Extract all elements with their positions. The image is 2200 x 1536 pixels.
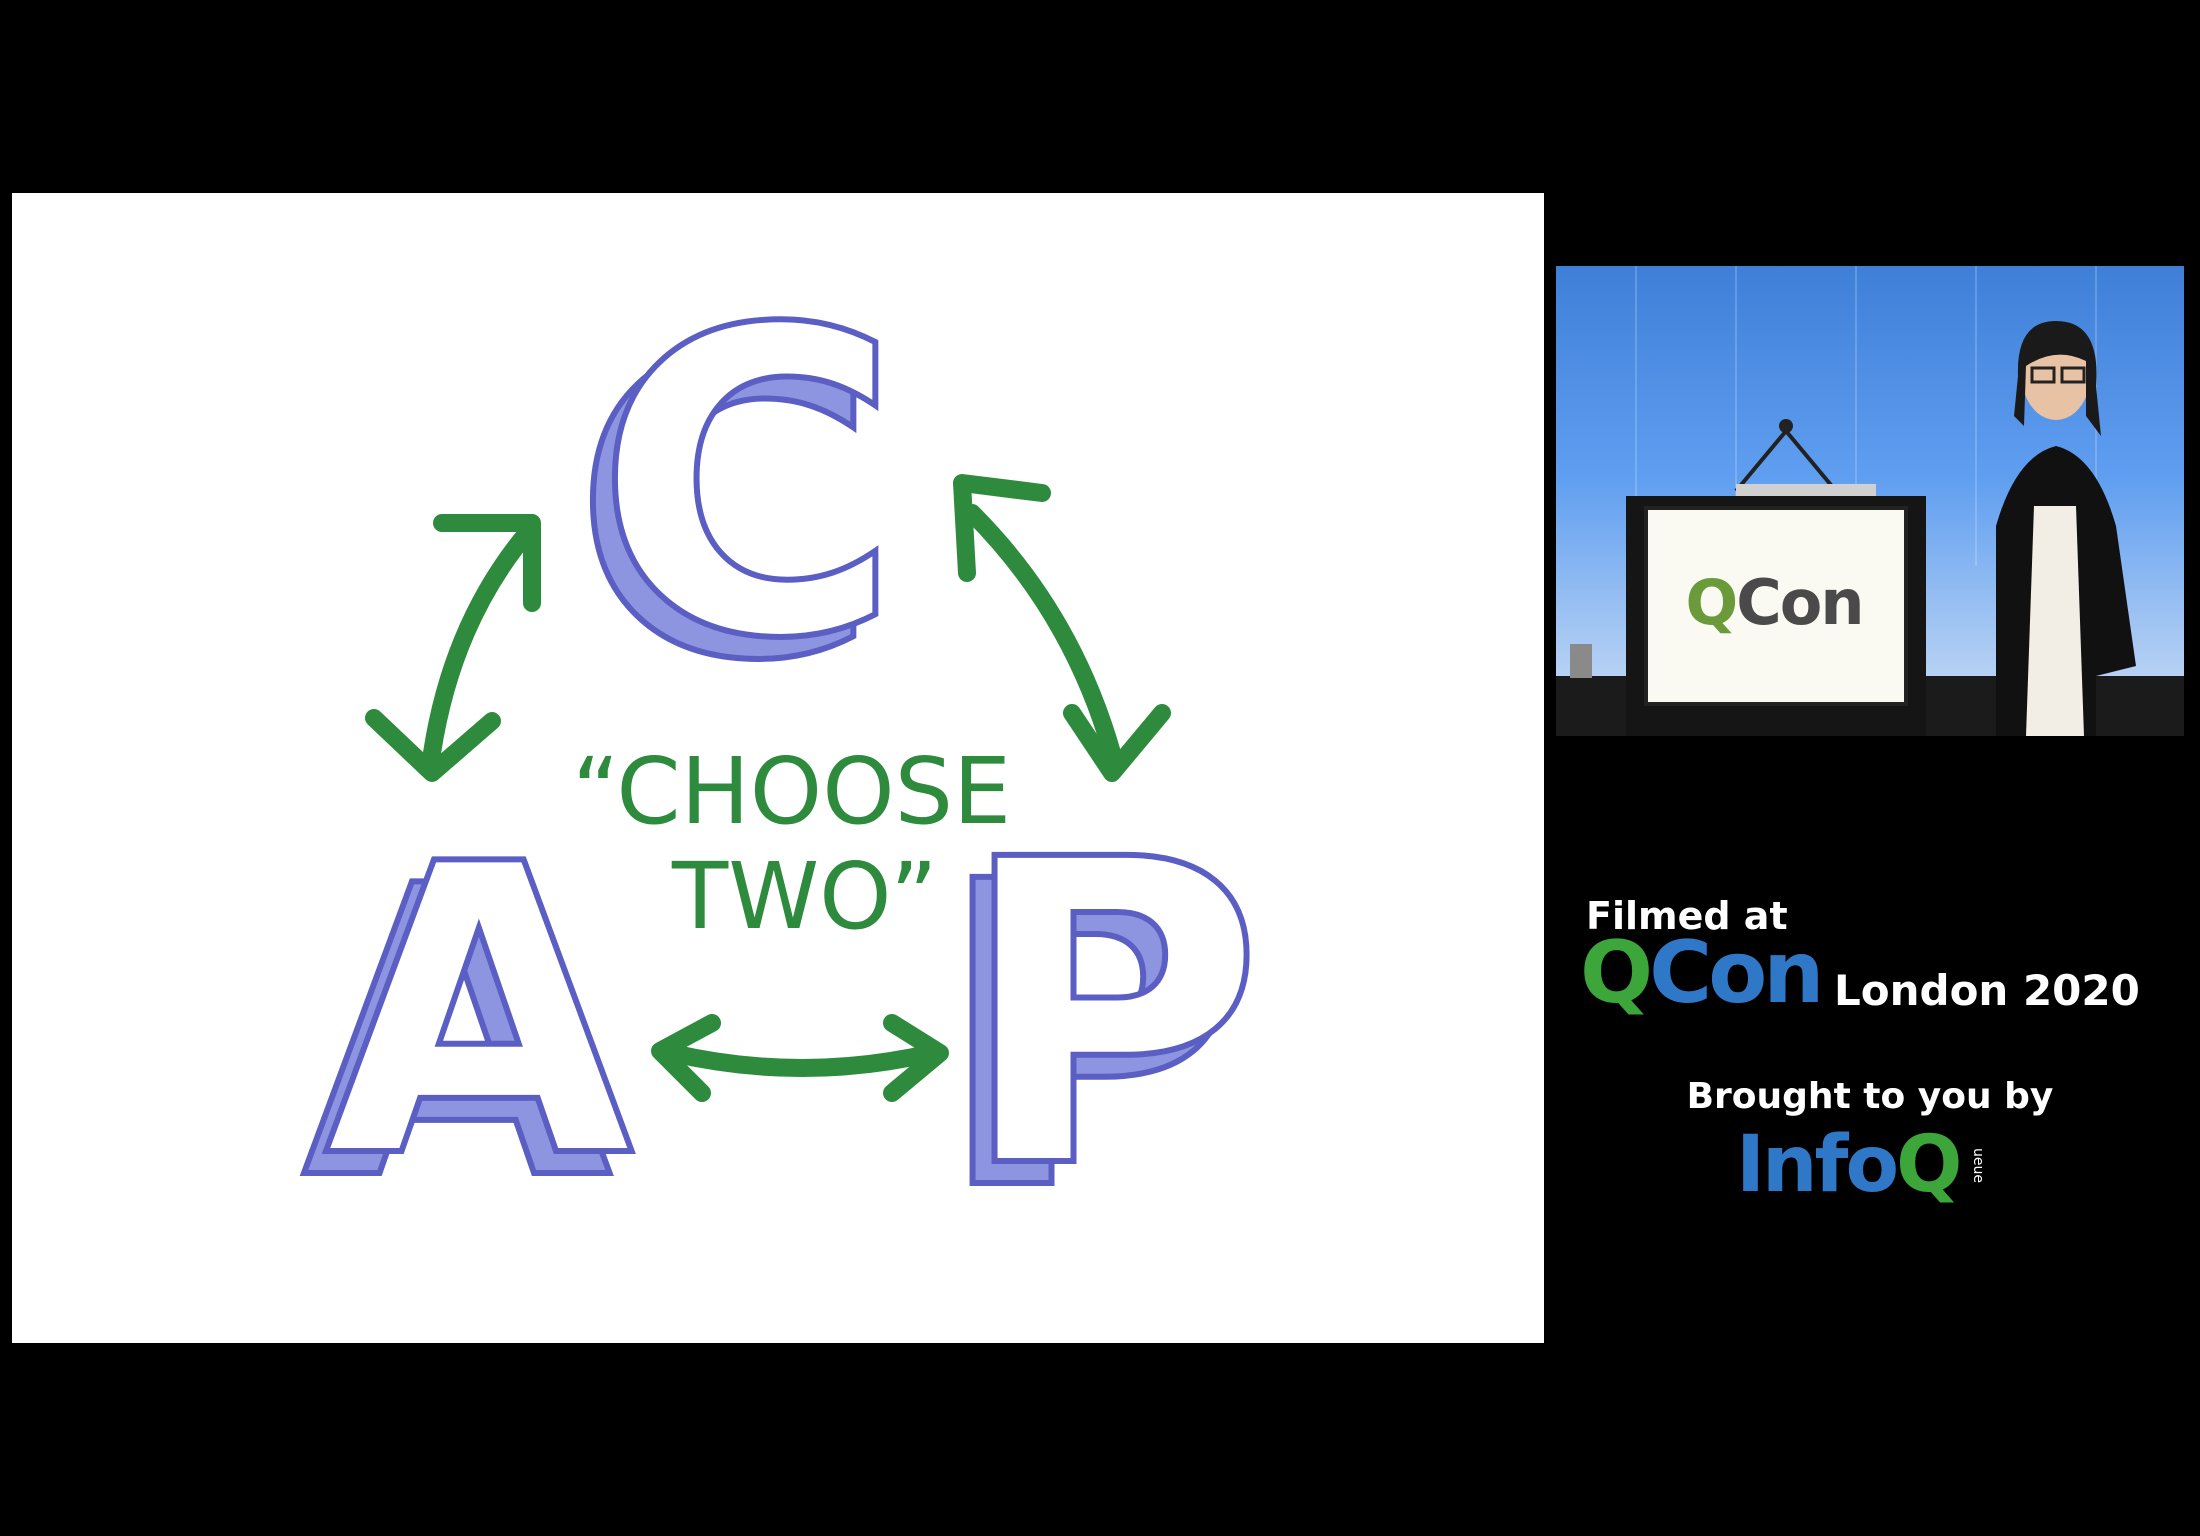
infoq-logo: InfoQ xyxy=(1736,1120,1962,1210)
arrow-c-a xyxy=(365,514,541,782)
svg-text:A: A xyxy=(324,781,637,1246)
arrow-a-p xyxy=(651,1014,949,1102)
presentation-slide: C C A A P P xyxy=(12,193,1544,1343)
infoq-queue-label: ueue xyxy=(1970,1148,1986,1183)
arrow-c-p xyxy=(953,474,1171,782)
letter-a: A A xyxy=(299,778,640,1271)
caption-choose: “CHOOSE xyxy=(572,738,1011,845)
speaker-figure xyxy=(1996,321,2136,736)
brought-by-label: Brought to you by xyxy=(1686,1076,2054,1117)
podium-sign xyxy=(1644,506,1908,706)
cap-diagram: C C A A P P xyxy=(299,239,1267,1286)
speaker-video: QCon xyxy=(1556,266,2184,736)
podium-sign-logo: QCon xyxy=(1685,566,1865,639)
letter-p: P P xyxy=(931,769,1267,1286)
filmed-at-label: Filmed at xyxy=(1586,894,1788,938)
event-location: London 2020 xyxy=(1834,966,2140,1015)
caption-two: TWO” xyxy=(671,843,938,950)
stage-illustration xyxy=(1556,266,2184,736)
letter-c: C C xyxy=(569,239,905,756)
qcon-logo: QCon xyxy=(1580,923,1825,1023)
svg-text:P: P xyxy=(934,794,1242,1283)
svg-text:A: A xyxy=(302,803,615,1268)
svg-text:C: C xyxy=(594,242,902,731)
svg-text:P: P xyxy=(956,772,1264,1261)
svg-text:C: C xyxy=(572,264,880,753)
